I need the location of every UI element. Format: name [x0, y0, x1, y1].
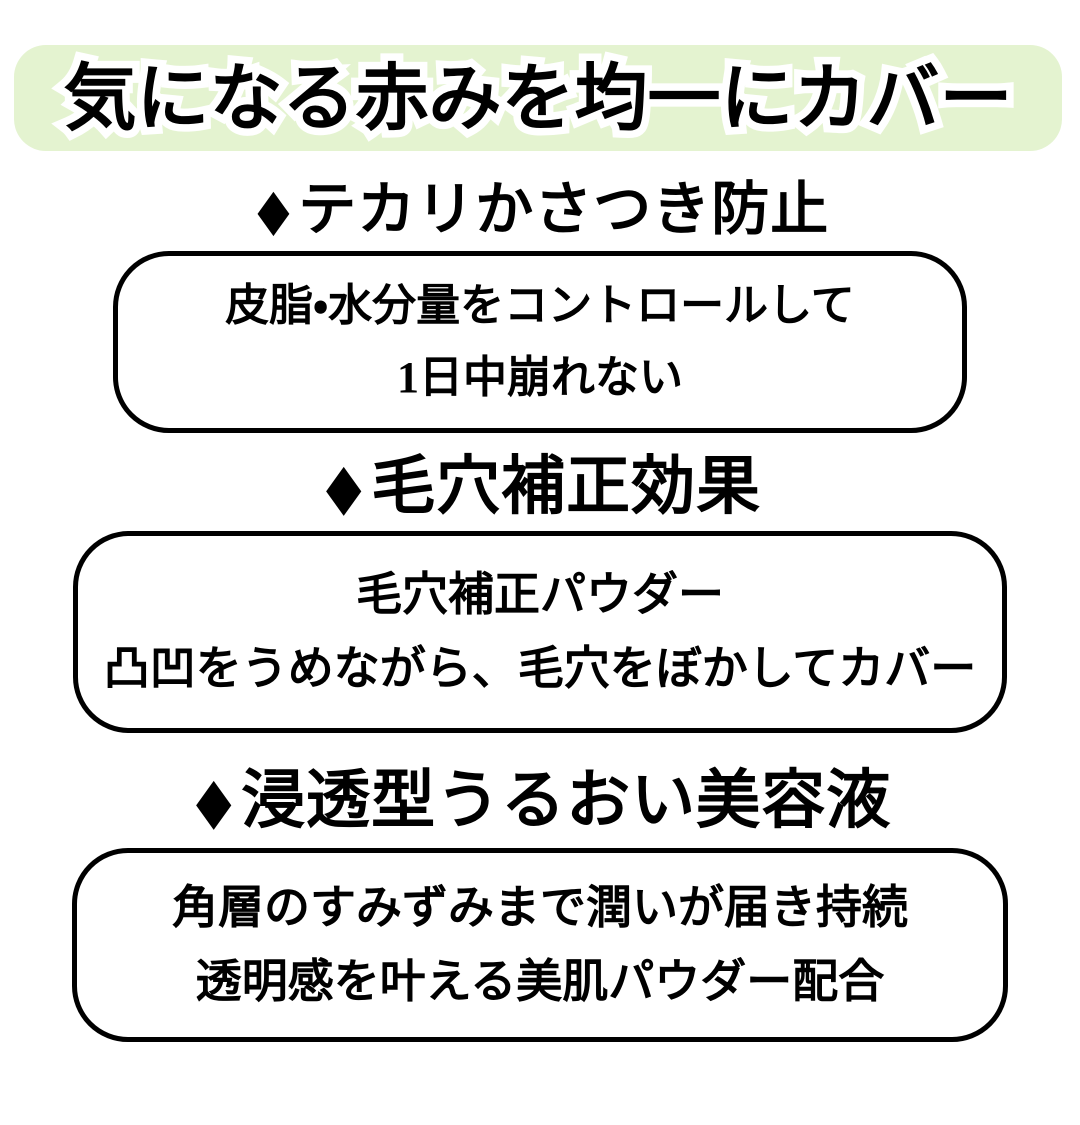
section-heading-shine-prevention: ◆テカリかさつき防止 — [0, 175, 1080, 245]
header-banner: 気になる赤みを均一にカバー 気になる赤みを均一にカバー — [14, 45, 1062, 151]
info-box-pore-correction: 毛穴補正パウダー 凸凹をうめながら、毛穴をぼかしてカバー — [73, 531, 1007, 734]
banner-title-outline: 気になる赤みを均一にカバー — [56, 54, 1020, 142]
section-heading-pore-correction: ◆毛穴補正効果 — [0, 449, 1080, 526]
banner-title-text: 気になる赤みを均一にカバー — [63, 55, 1013, 141]
section-heading-label: 毛穴補正効果 — [371, 450, 762, 522]
box-line: 透明感を叶える美肌パウダー配合 — [195, 956, 885, 1008]
box-line: 角層のすみずみまで潤いが届き持続 — [172, 881, 908, 933]
box-line: 1日中崩れない — [397, 352, 683, 402]
section-heading-label: 浸透型うるおい美容液 — [241, 765, 892, 837]
box-line: 凸凹をうめながら、毛穴をぼかしてカバー — [103, 643, 977, 695]
box-line: 皮脂・水分量をコントロールして — [225, 281, 855, 331]
info-box-shine-prevention: 皮脂・水分量をコントロールして 1日中崩れない — [113, 250, 967, 433]
product-infographic: 気になる赤みを均一にカバー 気になる赤みを均一にカバー ◆テカリかさつき防止 皮… — [0, 45, 1080, 1125]
diamond-icon: ◆ — [325, 450, 363, 522]
box-line: 毛穴補正パウダー — [356, 568, 724, 620]
section-heading-moisture-serum: ◆浸透型うるおい美容液 — [0, 763, 1080, 840]
banner-title: 気になる赤みを均一にカバー 気になる赤みを均一にカバー — [56, 54, 1020, 142]
section-heading-label: テカリかさつき防止 — [298, 177, 830, 242]
diamond-icon: ◆ — [257, 177, 290, 242]
info-box-moisture-serum: 角層のすみずみまで潤いが届き持続 透明感を叶える美肌パウダー配合 — [72, 848, 1008, 1043]
diamond-icon: ◆ — [195, 765, 233, 837]
